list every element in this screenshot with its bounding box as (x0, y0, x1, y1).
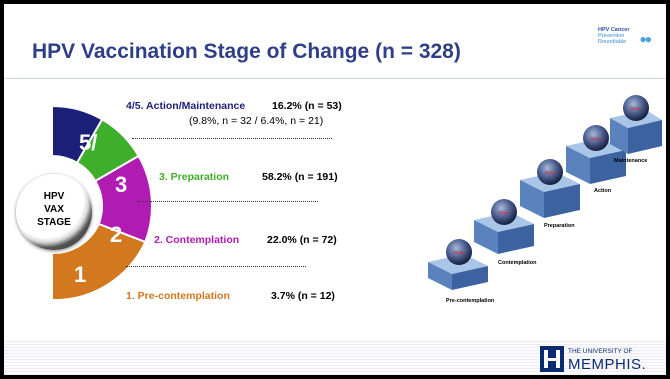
stage-ball-3-label: Stage (544, 170, 556, 175)
logo-dots-icon: ●● (639, 32, 652, 46)
logo-line3: Roundtable (598, 39, 627, 46)
stage-2-label: 2. Contemplation (154, 234, 240, 246)
stage-3-label: 3. Preparation (159, 171, 230, 183)
stage-ball-3 (537, 159, 563, 185)
stage-ball-2 (491, 199, 517, 225)
stage-ball-4 (583, 125, 609, 151)
stage-4-5-label: 4/5. Action/Maintenance (126, 100, 246, 112)
step-1-side (452, 266, 488, 290)
step-5-side (628, 120, 662, 154)
step-label-preparation: Preparation (544, 223, 575, 229)
wheel-center-line1: HPV (43, 191, 65, 202)
stage-3-value: 58.2% (n = 191) (262, 171, 338, 183)
um-line2: MEMPHIS. (568, 356, 647, 373)
step-label-action: Action (594, 188, 612, 194)
hpv-roundtable-logo: HPV Cancer Prevention Roundtable ●● (592, 26, 652, 60)
step-2-side (498, 224, 534, 254)
wheel-center-line3: STAGE (37, 217, 71, 228)
stage-2-dotted-line (126, 266, 306, 267)
wheel-number-1: 1 (74, 262, 86, 287)
step-label-contemplation: Contemplation (498, 260, 537, 266)
step-label-precontemplation: Pre-contemplation (446, 298, 495, 304)
wheel-number-5-4: 5/ (79, 130, 97, 155)
stage-ball-5-label: Stage (630, 106, 642, 111)
wheel-center-line2: VAX (44, 204, 64, 215)
slide-title: HPV Vaccination Stage of Change (n = 328… (32, 40, 461, 63)
wheel-number-2: 2 (110, 222, 122, 247)
logo-line1: HPV Cancer (598, 27, 630, 33)
university-of-memphis-logo: THE UNIVERSITY OF MEMPHIS. (540, 346, 662, 373)
step-5-front (610, 118, 628, 154)
um-line1: THE UNIVERSITY OF (568, 348, 633, 355)
stage-4-5-dotted-line (132, 138, 332, 139)
logo-line2: Prevention (598, 33, 625, 40)
stage-ball-1-label: Stage (453, 250, 465, 255)
slide: HPV Vaccination Stage of Change (n = 328… (4, 4, 666, 375)
stage-ball-2-label: Stage (498, 210, 510, 215)
stage-4-5-detail: (9.8%, n = 32 / 6.4%, n = 21) (189, 115, 324, 127)
step-label-maintenance: Maintenance (614, 158, 647, 164)
step-4-front (566, 146, 590, 184)
wheel-number-3: 3 (115, 172, 127, 197)
stage-4-5-value: 16.2% (n = 53) (272, 100, 342, 112)
step-3-front (520, 180, 544, 218)
stage-1-value: 3.7% (n = 12) (271, 290, 335, 302)
stage-ball-5 (623, 95, 649, 121)
stage-2-value: 22.0% (n = 72) (267, 234, 337, 246)
stage-3-dotted-line (138, 201, 318, 202)
title-divider (4, 78, 666, 79)
wheel-segment-1 (52, 222, 147, 302)
stage-ball-4-label: Stage (590, 136, 602, 141)
step-2-front (474, 220, 498, 254)
stage-staircase: Stage Stage Stage Stage Stage Pre-contem… (428, 95, 662, 304)
step-3-side (544, 184, 580, 218)
wheel-center-badge: HPV VAX STAGE (16, 174, 92, 250)
um-shield-icon (540, 346, 564, 372)
stage-ball-1 (446, 239, 472, 265)
step-1-front (428, 262, 452, 290)
step-4-side (590, 150, 626, 184)
stage-1-label: 1. Pre-contemplation (126, 290, 230, 302)
